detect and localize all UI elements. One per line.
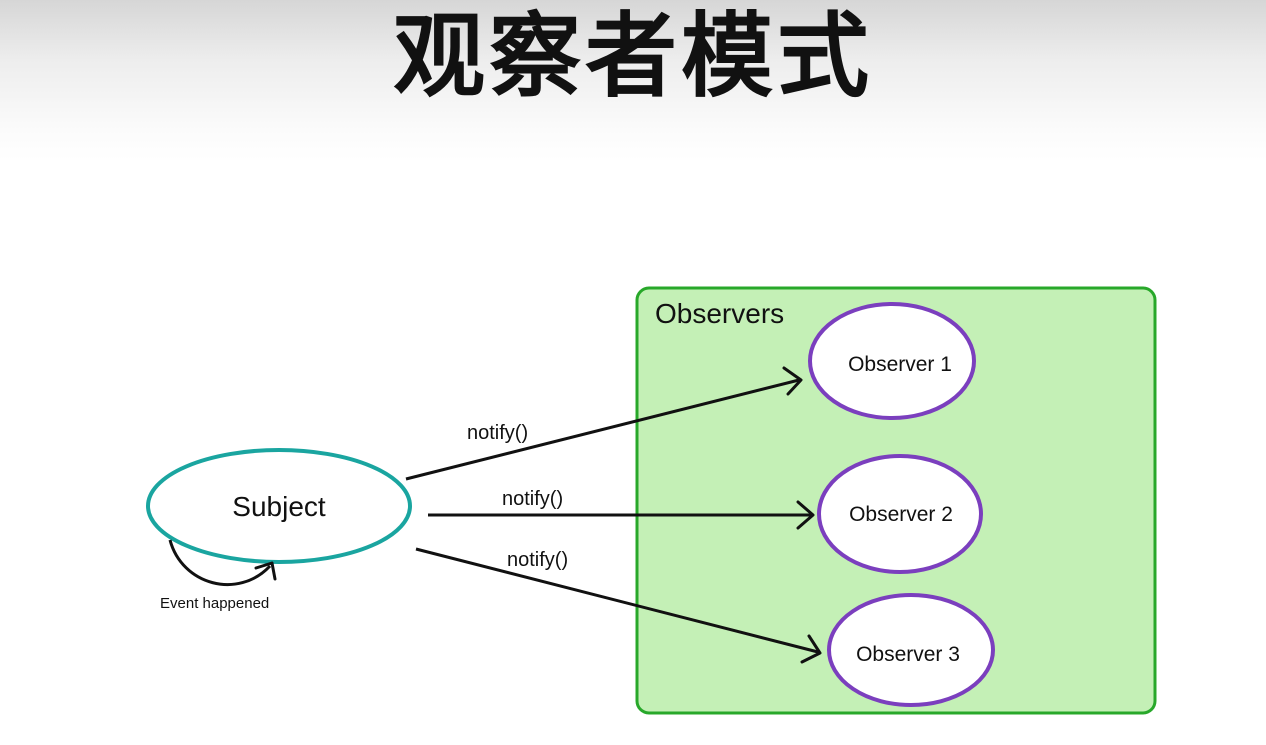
notify-edge-1 — [405, 378, 800, 481]
notify-label-1: notify() — [467, 422, 528, 444]
event-happened-label: Event happened — [160, 595, 269, 612]
subject-node — [146, 448, 412, 564]
event-loop-arrowhead — [254, 561, 277, 581]
observer-2-node — [817, 454, 983, 574]
notify-label-2: notify() — [502, 488, 563, 510]
observer-3-node — [827, 593, 995, 707]
observer-2-label: Observer 2 — [849, 503, 953, 526]
notify-edge-1-arrowhead — [782, 366, 803, 396]
notify-edge-2-arrowhead — [796, 500, 815, 530]
event-loop-arrow — [168, 539, 272, 587]
notify-edge-3 — [415, 547, 819, 654]
observer-1-label: Observer 1 — [848, 353, 952, 376]
observer-3-label: Observer 3 — [856, 643, 960, 666]
observer-1-node — [808, 302, 976, 420]
subject-label: Subject — [232, 491, 326, 522]
page-title: 观察者模式 — [392, 3, 873, 110]
notify-label-3: notify() — [507, 549, 568, 571]
observers-group-label: Observers — [655, 298, 784, 329]
notify-edge-3-arrowhead — [800, 634, 822, 664]
